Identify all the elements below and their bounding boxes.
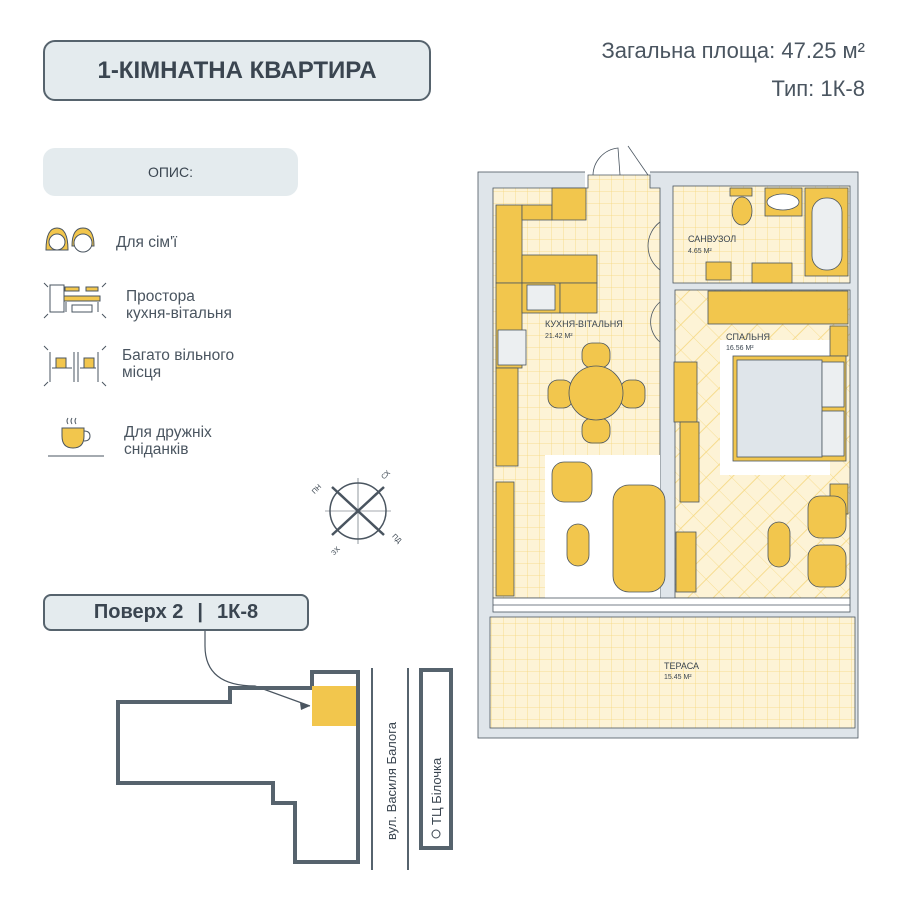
room-name-bedroom: СПАЛЬНЯ [726,332,770,342]
feature-text: кухня-вітальня [126,305,232,322]
room-name-terrace: ТЕРАСА [664,661,699,671]
location-pin-icon [431,829,441,839]
bedroom-furniture [767,495,847,588]
family-icon [45,227,95,253]
compass-rose: ПН СХ ПД ЗХ [311,469,402,557]
feature-text: Для сім'ї [116,234,178,251]
feature-text: Багато вільного [122,347,235,364]
room-area-kitchen: 21.42 М² [545,333,573,340]
room-area-terrace: 15.45 М² [664,674,692,681]
interior-doors [647,221,661,343]
page-title: 1-КІМНАТНА КВАРТИРА [43,40,431,101]
room-area-bedroom: 16.56 М² [726,345,754,352]
free-space-icon [43,345,107,387]
dining-set [547,342,666,593]
floor-apartment-type: 1К-8 [217,601,259,623]
building-outline [116,670,360,864]
total-area: Загальна площа: 47.25 м² [601,38,865,63]
compass-east: СХ [380,469,392,481]
kitchen-living-icon [43,282,107,319]
apartment-type: Тип: 1К-8 [771,76,865,101]
separator: | [197,601,203,623]
floor-plan: САНВУЗОЛ 4.65 М² КУХНЯ-ВІТАЛЬНЯ 21.42 М²… [477,145,859,739]
mall-building [419,668,453,850]
compass-north: ПН [311,484,323,496]
feature-family: Для сім'ї [116,234,177,251]
stove [497,329,527,366]
feature-text: Простора [126,288,195,305]
street-name: вул. Василя Балога [384,721,399,840]
terrace-floor [489,616,856,729]
location-pointer [204,631,311,707]
apartment-location [312,686,356,726]
feature-text: сніданків [124,441,189,458]
arrow-icon [300,703,310,710]
site-map: вул. Василя Балога ТЦ Білочка [116,631,453,870]
description-heading: ОПИС: [43,148,298,196]
feature-text: місця [122,364,162,381]
entrance-door [592,145,649,176]
street-lines [371,668,409,870]
floor-info: Поверх 2 | 1К-8 [43,594,309,631]
room-name-bathroom: САНВУЗОЛ [688,234,736,244]
room-name-kitchen: КУХНЯ-ВІТАЛЬНЯ [545,319,623,329]
sink [526,284,556,311]
floor-number: Поверх 2 [93,601,184,623]
feature-text: Для дружніх [124,424,212,441]
room-area-bathroom: 4.65 М² [688,248,712,255]
coffee-cup-icon [48,417,104,457]
compass-south: ПД [390,533,402,545]
compass-west: ЗХ [330,546,341,557]
landmark-name: ТЦ Білочка [429,757,444,825]
